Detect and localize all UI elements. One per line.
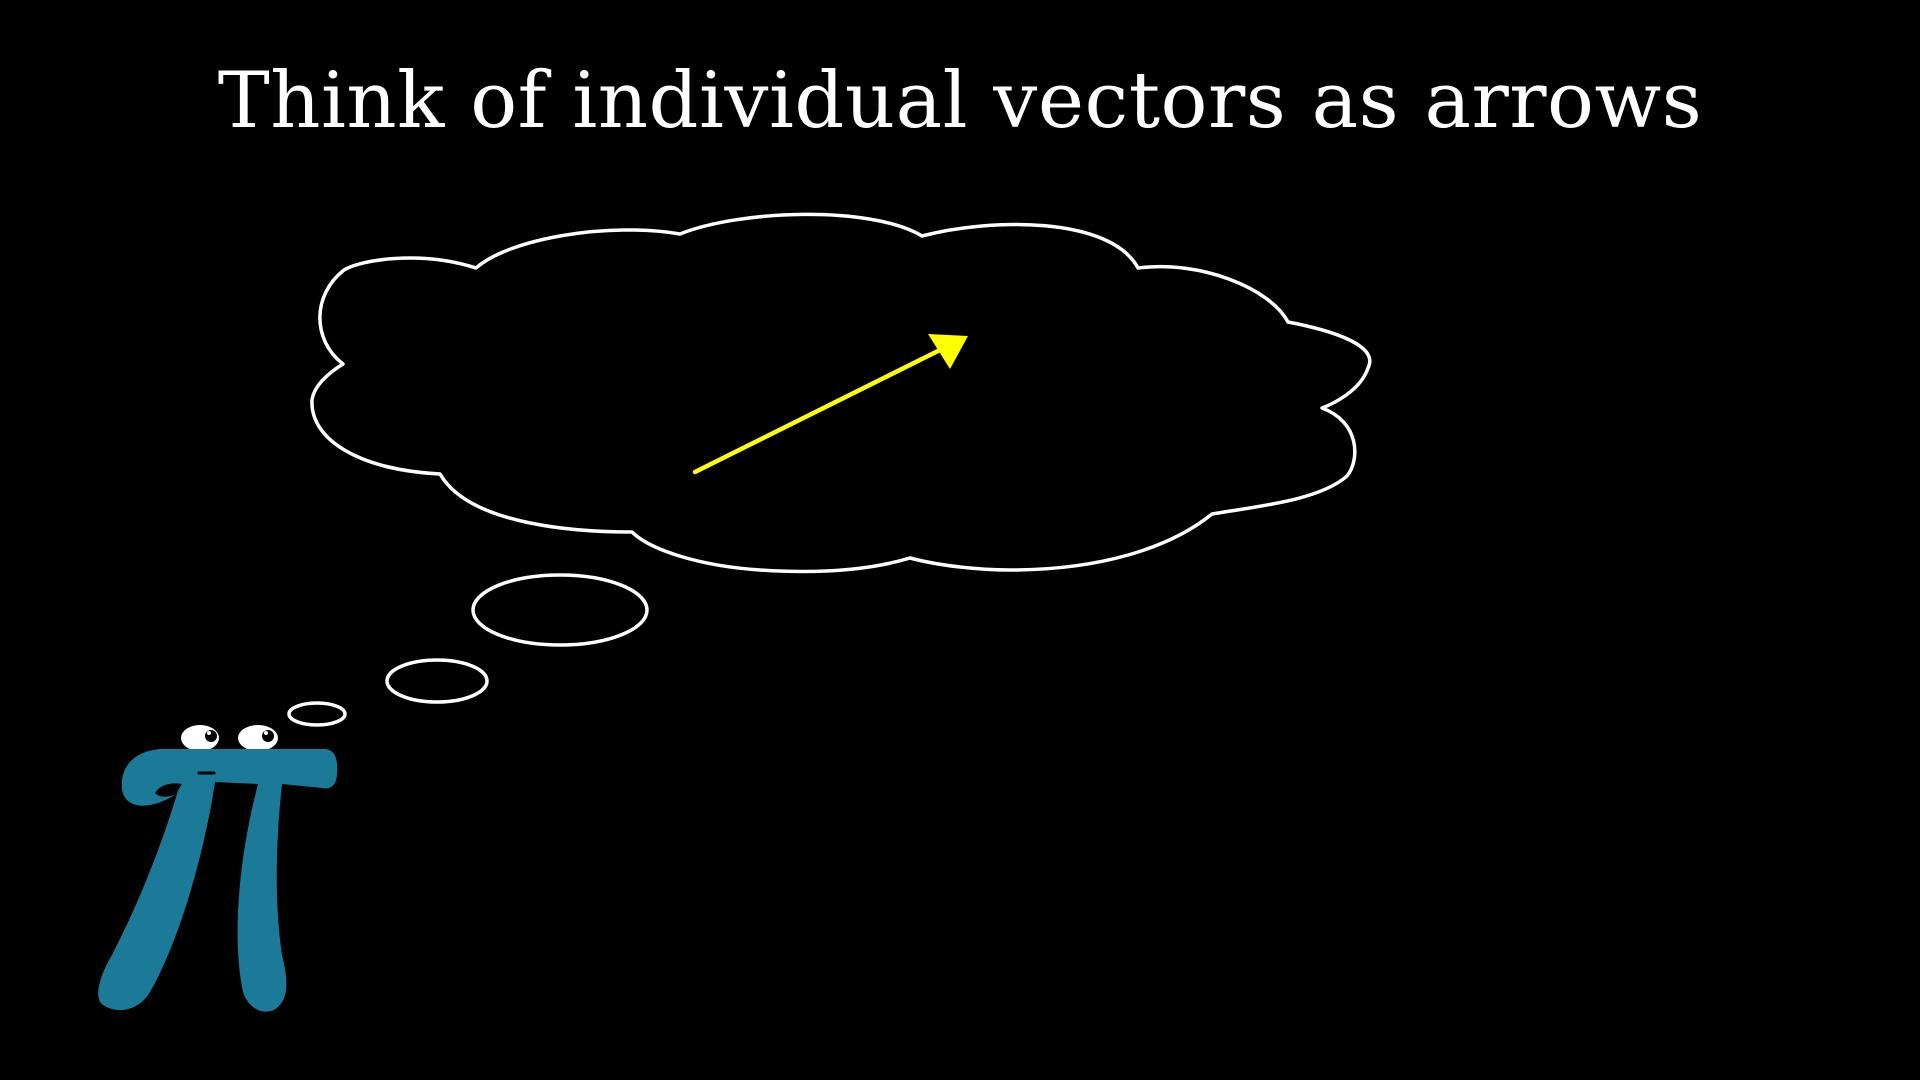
right-pupil xyxy=(262,730,274,742)
thought-trail-bubble-large xyxy=(471,573,649,647)
thought-cloud xyxy=(310,212,1372,574)
left-pupil xyxy=(205,730,217,742)
thought-trail-bubble-medium xyxy=(385,658,489,704)
thought-trail-bubble-small xyxy=(287,701,347,727)
left-eye-glint xyxy=(207,731,211,735)
pi-creature-icon xyxy=(98,725,338,1012)
pi-creature-eyes xyxy=(181,725,278,751)
right-eye-glint xyxy=(264,731,268,735)
thought-bubble-icon xyxy=(310,212,1372,574)
vector-arrow-shaft xyxy=(692,345,947,475)
pi-creature-curl xyxy=(155,783,182,797)
pi-creature-body xyxy=(98,749,338,1012)
arrow-icon xyxy=(692,334,968,475)
page-title: Think of individual vectors as arrows xyxy=(217,56,1703,146)
vector-arrow-head xyxy=(928,334,968,369)
